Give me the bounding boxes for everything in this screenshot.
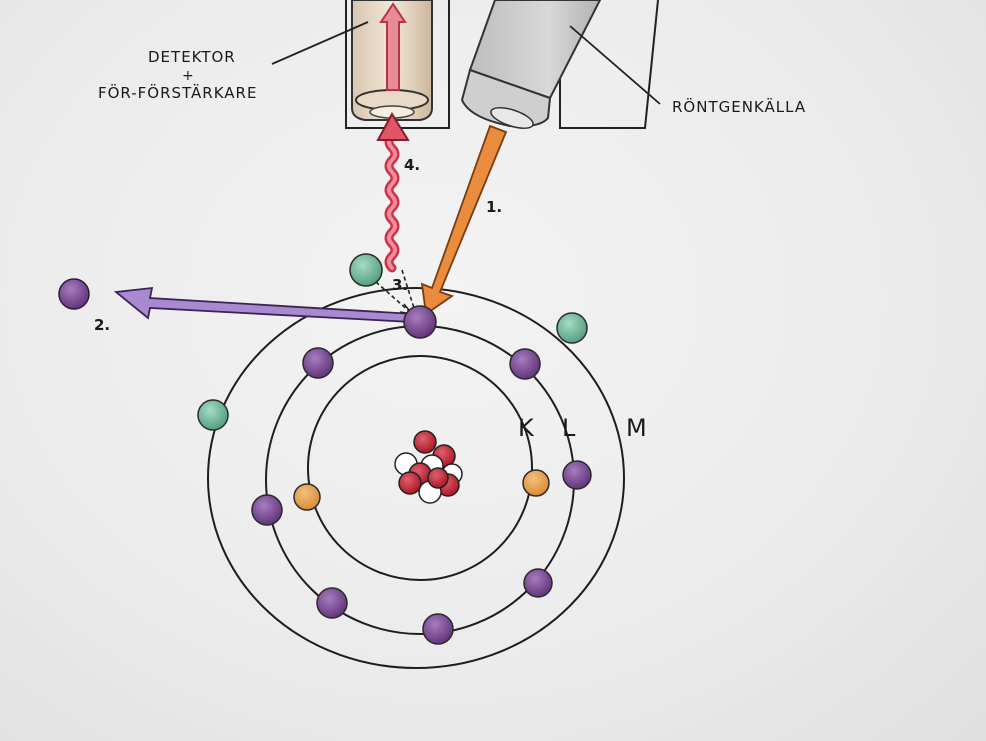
- electrons: [197, 253, 592, 645]
- electron-l-6: [523, 568, 553, 598]
- shell-m-orbit: [207, 287, 625, 669]
- electron-l-2: [509, 348, 541, 380]
- electron-l-1: [302, 347, 334, 379]
- electron-l-3: [562, 460, 592, 490]
- xrayource-tube-icon: [460, 0, 659, 129]
- electron-k-2: [522, 469, 550, 497]
- electron-l-5: [316, 587, 348, 619]
- electron-m-1: [349, 253, 383, 287]
- shell-k-orbit: [307, 355, 533, 581]
- electron-l-4: [251, 494, 283, 526]
- electron-l-7: [422, 613, 454, 645]
- ejected-electron: [58, 278, 90, 310]
- step-1-label: 1.: [486, 198, 502, 216]
- electron-k-1: [293, 483, 321, 511]
- source-label: RÖNTGENKÄLLA: [672, 97, 806, 116]
- ejected-electron-arrow: [113, 286, 416, 323]
- fluorescence-arrow: [376, 111, 410, 273]
- detector-pointer-line: [271, 21, 369, 65]
- shell-label-k: K: [518, 414, 535, 442]
- detector-label-line2: FÖR-FÖRSTÄRKARE: [98, 83, 257, 102]
- shell-label-l: L: [562, 414, 576, 442]
- detector-label-line1: DETEKTOR: [148, 48, 236, 66]
- atom-nucleus-icon: [394, 430, 463, 504]
- step-3-label: 3.: [392, 276, 408, 294]
- electron-transition-arrows: [375, 269, 415, 313]
- source-pointer-line: [569, 25, 661, 105]
- electron-m-3: [197, 399, 229, 431]
- shell-label-m: M: [626, 414, 647, 442]
- step-4-label: 4.: [404, 156, 420, 174]
- detector-label-plus: +: [182, 68, 194, 84]
- detector-tube-icon: [345, 0, 450, 129]
- xray-beam-arrow: [420, 124, 508, 316]
- vacancy-electron: [403, 305, 437, 339]
- electron-m-2: [556, 312, 588, 344]
- step-2-label: 2.: [94, 316, 110, 334]
